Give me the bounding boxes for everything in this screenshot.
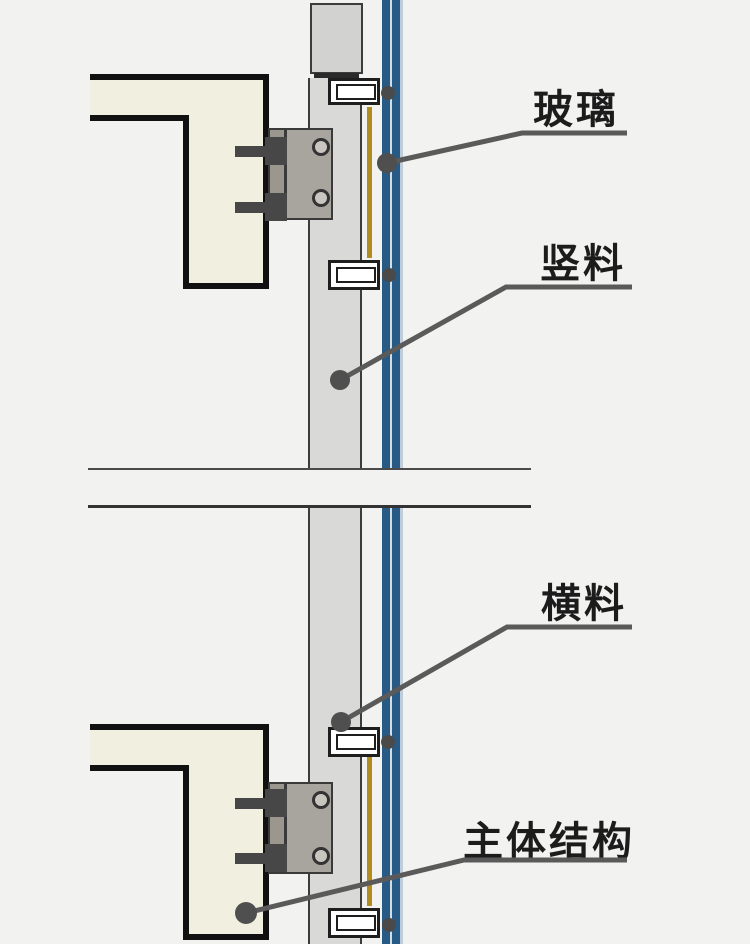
lower-slab-bottom-edge [183, 934, 269, 940]
clamp-3-inner [336, 734, 376, 750]
glass-edge-highlight-lower [400, 508, 403, 944]
clamp-2-inner [336, 267, 376, 283]
lower-anchor-bolt-top [235, 798, 287, 809]
transom-leader-line [339, 624, 632, 725]
upper-slab-soffit-edge [90, 115, 189, 121]
lower-anchor-nut-bottom [265, 844, 287, 872]
clamp-4-bolt-dot [382, 918, 396, 932]
lower-slab-soffit-edge [90, 765, 189, 771]
upper-slab-inner-edge [183, 115, 189, 289]
glass-leader-line [386, 130, 627, 166]
lower-bracket-hole-bottom [312, 847, 330, 865]
upper-anchor-bolt-bottom [235, 202, 287, 213]
gasket-strip-upper [367, 107, 372, 258]
structure-leader-dot [235, 902, 257, 924]
transom-leader-dot [331, 712, 351, 732]
label-vertical-mullion: 竖料 [540, 242, 626, 286]
clamp-3-bolt-dot [381, 735, 395, 749]
clamp-1-outer [328, 78, 380, 105]
gasket-strip-lower [367, 757, 372, 906]
glass-pane-outer-lower [392, 508, 400, 944]
clamp-4-outer [328, 908, 380, 938]
clamp-1-bolt-dot [381, 86, 395, 100]
lower-slab-inner-edge [183, 765, 189, 940]
label-horizontal-rail: 横料 [541, 582, 627, 626]
mullion-leader-line [338, 284, 632, 383]
upper-bracket-hole-top [312, 138, 330, 156]
clamp-3-outer [328, 727, 380, 757]
glass-cavity-upper [390, 0, 392, 468]
upper-anchor-nut-bottom [265, 193, 287, 221]
glass-cavity-lower [390, 508, 392, 944]
section-break-line-top [88, 468, 531, 470]
mullion-top-cap [310, 3, 363, 74]
upper-anchor-nut-top [265, 137, 287, 165]
glass-pane-inner-upper [382, 0, 390, 468]
lower-slab-right-edge [263, 724, 269, 940]
lower-slab-top-edge [90, 724, 269, 730]
section-break-line-bottom [88, 505, 531, 508]
upper-slab-top-edge [90, 74, 269, 80]
clamp-2-outer [328, 260, 380, 290]
upper-slab-fill-vertical [189, 80, 263, 283]
lower-slab-fill-vertical [189, 730, 263, 934]
lower-bracket-hole-top [312, 791, 330, 809]
clamp-4-inner [336, 915, 376, 931]
clamp-1-inner [336, 84, 376, 100]
lower-anchor-bolt-bottom [235, 853, 287, 864]
glass-pane-inner-lower [382, 508, 390, 944]
structure-leader-line [245, 857, 627, 916]
lower-anchor-nut-top [265, 789, 287, 817]
label-main-structure: 主体结构 [463, 820, 635, 864]
upper-slab-bottom-edge [183, 283, 269, 289]
label-glass: 玻璃 [533, 88, 619, 132]
glass-edge-highlight-upper [400, 0, 403, 468]
mullion-cap-joint [314, 73, 359, 78]
upper-anchor-bolt-top [235, 146, 287, 157]
upper-bracket-hole-bottom [312, 189, 330, 207]
glass-pane-outer-upper [392, 0, 400, 468]
glass-leader-dot [377, 153, 397, 173]
mullion-leader-dot [330, 370, 350, 390]
upper-slab-right-edge [263, 74, 269, 289]
clamp-2-bolt-dot [382, 268, 396, 282]
